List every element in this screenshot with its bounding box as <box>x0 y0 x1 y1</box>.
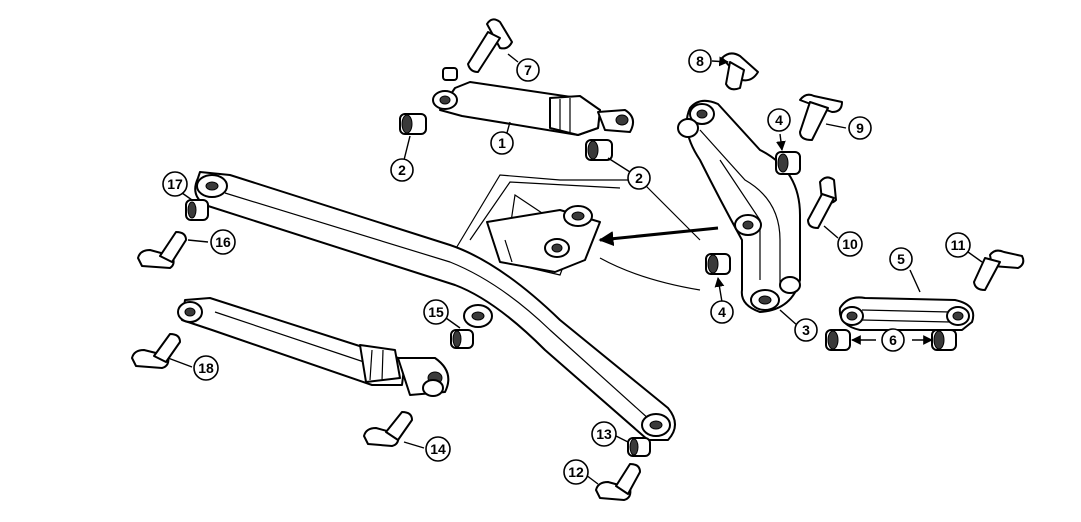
bush-icon <box>450 329 474 349</box>
callout-2b: 2 <box>627 166 651 190</box>
callout-label: 4 <box>718 304 726 320</box>
callout-label: 18 <box>198 360 214 376</box>
pivot-pin-icon <box>721 52 759 91</box>
callout-label: 11 <box>951 237 966 253</box>
callout-label: 17 <box>167 176 183 192</box>
pivot-pin-icon <box>807 176 837 229</box>
pin-group <box>131 18 1025 501</box>
hydraulic-ram-bottom <box>177 297 450 397</box>
bush-icon <box>627 437 651 457</box>
pivot-pin-icon <box>467 18 513 73</box>
callout-label: 10 <box>842 236 858 252</box>
loader-frame-background <box>454 174 701 291</box>
pivot-pin-icon <box>137 231 187 269</box>
callout-9: 9 <box>848 116 872 140</box>
bush-icon <box>775 151 801 175</box>
bush-icon <box>185 199 209 221</box>
callout-label: 9 <box>856 120 864 136</box>
callout-3: 3 <box>794 318 818 342</box>
pivot-pin-icon <box>363 411 413 447</box>
callout-16: 16 <box>210 229 236 255</box>
callout-18: 18 <box>193 355 219 381</box>
callout-label: 13 <box>596 426 612 442</box>
tipping-link <box>838 296 975 331</box>
callout-13: 13 <box>591 421 617 447</box>
callout-15: 15 <box>423 299 449 325</box>
callout-14: 14 <box>425 436 451 462</box>
callout-label: 2 <box>635 170 643 186</box>
callout-5: 5 <box>889 247 913 271</box>
callout-label: 3 <box>802 322 810 338</box>
callout-label: 5 <box>897 251 905 267</box>
bush-icon <box>931 329 957 351</box>
callout-label: 1 <box>498 135 506 151</box>
callout-label: 14 <box>430 441 446 457</box>
callout-11: 11 <box>945 232 971 258</box>
callout-label: 12 <box>568 464 584 480</box>
callout-1: 1 <box>490 131 514 155</box>
callout-label: 7 <box>524 62 532 78</box>
callout-4a: 4 <box>767 108 791 132</box>
callout-10: 10 <box>837 231 863 257</box>
callout-label: 4 <box>775 112 783 128</box>
callout-label: 15 <box>428 304 444 320</box>
bush-icon <box>399 113 427 135</box>
callout-2a: 2 <box>390 158 414 182</box>
callout-6: 6 <box>881 328 905 352</box>
pivot-pin-icon <box>131 333 181 369</box>
callout-label: 6 <box>889 332 897 348</box>
bush-icon <box>585 139 613 161</box>
lift-arm <box>194 171 676 441</box>
callout-12: 12 <box>563 459 589 485</box>
callout-label: 16 <box>215 234 231 250</box>
leader-lines <box>167 53 983 485</box>
callout-7: 7 <box>516 58 540 82</box>
callout-17: 17 <box>162 171 188 197</box>
bush-icon <box>825 329 851 351</box>
pivot-pin-icon <box>799 93 843 141</box>
bush-group <box>185 113 957 457</box>
callout-4b: 4 <box>710 300 734 324</box>
callout-label: 2 <box>398 162 406 178</box>
bellcrank <box>677 99 801 313</box>
pivot-pin-icon <box>595 463 641 501</box>
callout-label: 8 <box>696 53 704 69</box>
callout-8: 8 <box>688 49 712 73</box>
pivot-pin-icon <box>973 249 1025 291</box>
hydraulic-ram-top <box>432 67 635 136</box>
location-arrow <box>598 226 719 247</box>
bush-icon <box>705 253 731 275</box>
